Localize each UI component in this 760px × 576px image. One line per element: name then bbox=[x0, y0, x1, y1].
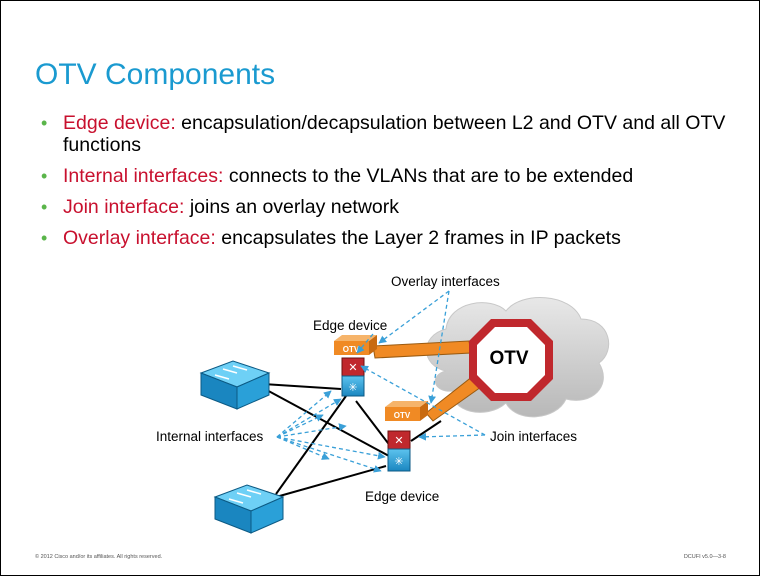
otv-tag-bottom: OTV bbox=[385, 401, 428, 421]
internal-interfaces-label: Internal interfaces bbox=[156, 429, 264, 444]
bullet-term: Internal interfaces: bbox=[63, 165, 224, 187]
bullet-dot-icon: • bbox=[41, 197, 48, 217]
bullet-dot-icon: • bbox=[41, 166, 48, 186]
svg-text:✕: ✕ bbox=[348, 361, 357, 374]
bullet-dot-icon: • bbox=[41, 228, 48, 248]
switch-icon-top bbox=[199, 360, 271, 410]
otv-sign-label: OTV bbox=[489, 348, 528, 369]
bullet-term: Edge device: bbox=[63, 112, 176, 134]
stop-sign-icon: OTV bbox=[469, 319, 553, 401]
course-code: DCUFI v5.0—3-8 bbox=[683, 554, 726, 560]
otv-tag-top: OTV bbox=[334, 335, 377, 355]
bullet-overlay-interface: • Overlay interface: encapsulates the La… bbox=[37, 227, 737, 249]
svg-text:✳: ✳ bbox=[394, 455, 403, 468]
bullet-term: Join interface: bbox=[63, 196, 185, 218]
bullet-text: encapsulation/decapsulation between L2 a… bbox=[63, 112, 726, 156]
switch-icon-bottom bbox=[213, 484, 285, 534]
bullet-text: connects to the VLANs that are to be ext… bbox=[228, 165, 634, 187]
bullet-text: joins an overlay network bbox=[189, 196, 400, 218]
edge-device-top-icon: ✕ ✳ bbox=[341, 357, 365, 397]
copyright-text: © 2012 Cisco and/or its affiliates. All … bbox=[35, 554, 163, 560]
bullet-internal-interfaces: • Internal interfaces: connects to the V… bbox=[37, 165, 737, 187]
otv-diagram: OTV OTV OTV ✕ ✳ ✕ ✳ bbox=[156, 274, 610, 534]
callout-arrows bbox=[276, 290, 486, 473]
overlay-interfaces-label: Overlay interfaces bbox=[391, 274, 500, 289]
bullet-edge-device: • Edge device: encapsulation/decapsulati… bbox=[37, 112, 737, 156]
svg-text:✳: ✳ bbox=[348, 381, 357, 394]
bullet-dot-icon: • bbox=[41, 113, 48, 133]
svg-text:OTV: OTV bbox=[394, 411, 411, 420]
bullet-term: Overlay interface: bbox=[63, 227, 216, 249]
bullet-join-interface: • Join interface: joins an overlay netwo… bbox=[37, 196, 737, 218]
join-interfaces-label: Join interfaces bbox=[490, 429, 577, 444]
svg-text:✕: ✕ bbox=[394, 434, 403, 447]
bullet-list: • Edge device: encapsulation/decapsulati… bbox=[37, 112, 737, 258]
bullet-text: encapsulates the Layer 2 frames in IP pa… bbox=[221, 227, 621, 249]
edge-device-top-label: Edge device bbox=[313, 318, 387, 333]
slide-title: OTV Components bbox=[35, 58, 276, 91]
network-links bbox=[262, 383, 442, 498]
svg-text:OTV: OTV bbox=[343, 345, 360, 354]
edge-device-bottom-icon: ✕ ✳ bbox=[387, 430, 411, 472]
edge-device-bottom-label: Edge device bbox=[365, 489, 439, 504]
